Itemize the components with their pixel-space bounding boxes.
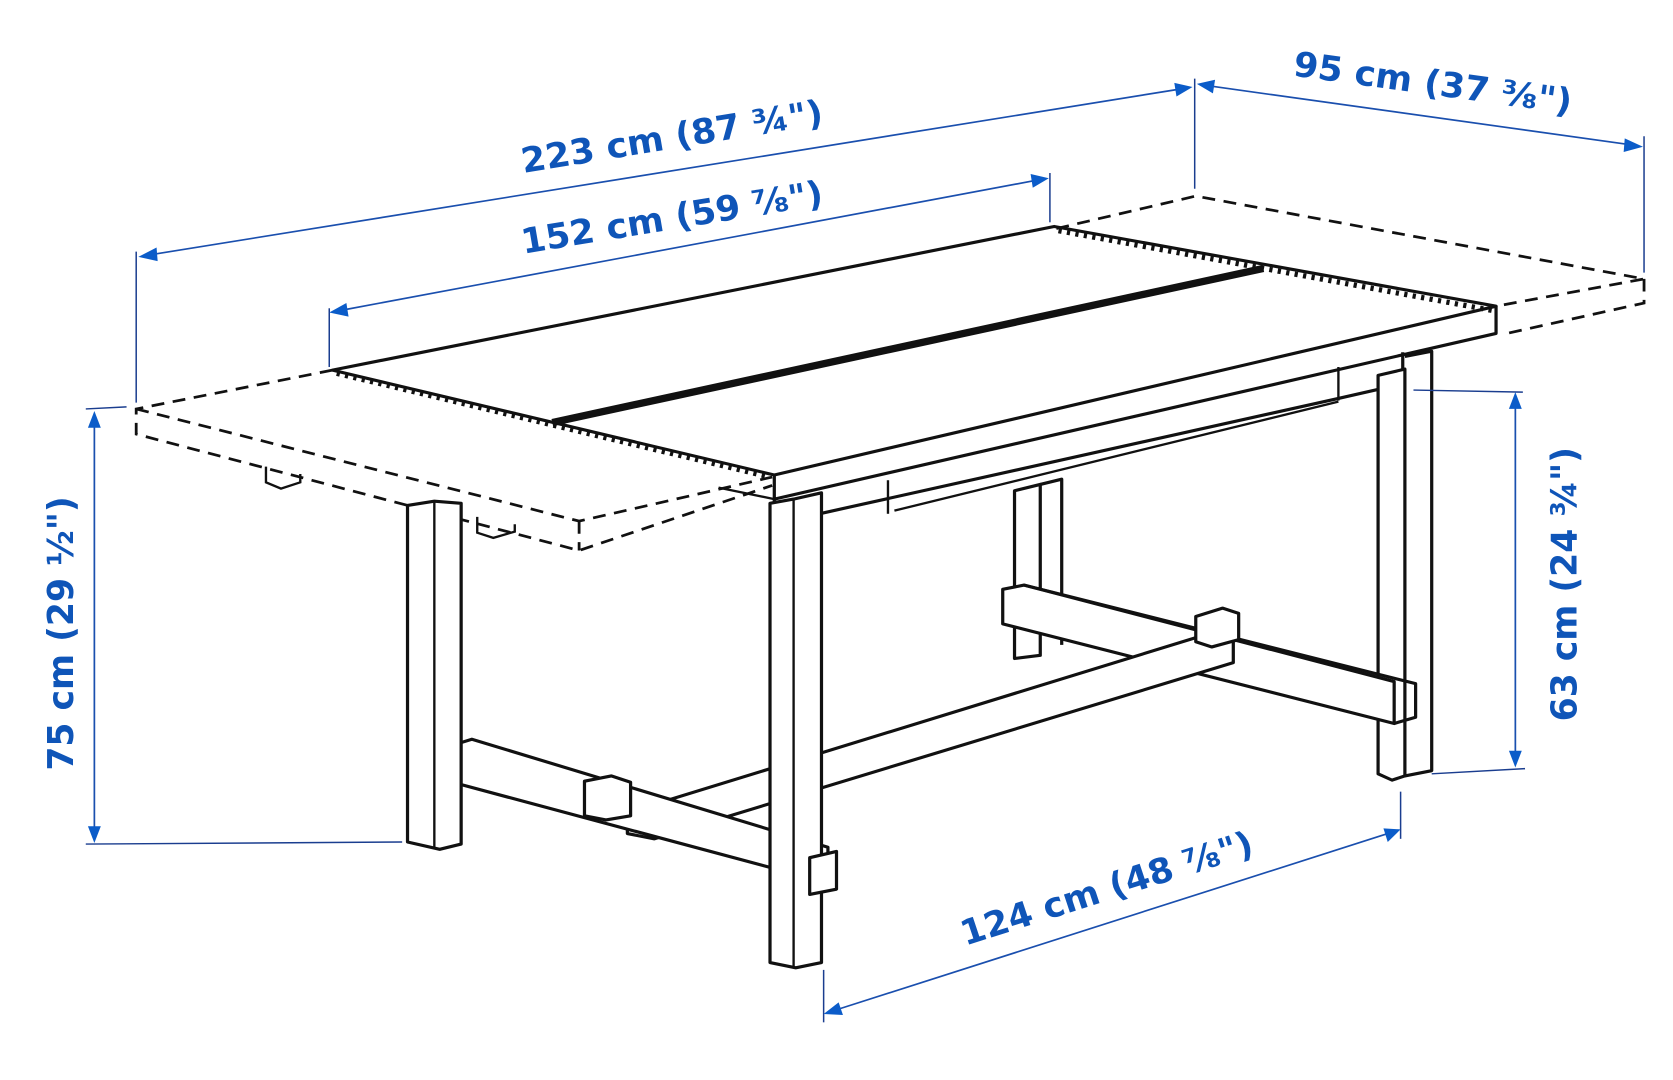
- label-underframe-height: 63 cm (24 ¾"): [1545, 447, 1585, 721]
- label-width: 95 cm (37 ⅜"): [1291, 45, 1575, 122]
- dimension-underframe-height: 63 cm (24 ¾"): [1413, 389, 1586, 775]
- dimension-leg-span: 124 cm (48 ⅞"): [822, 791, 1402, 1023]
- label-height: 75 cm (29 ½"): [42, 496, 82, 770]
- tabletop: [330, 224, 1498, 501]
- right-extension-leaf: [1056, 194, 1646, 335]
- front-left-leg: [405, 499, 463, 851]
- left-joint-teeth: [336, 370, 771, 480]
- left-extension-leaf: [134, 368, 773, 552]
- dimension-height: 75 cm (29 ½"): [42, 406, 403, 845]
- front-right-leg: [768, 491, 839, 970]
- center-seam: [551, 264, 1265, 427]
- dimension-extended-length: 223 cm (87 ¾"): [135, 78, 1196, 403]
- label-extended-length: 223 cm (87 ¾"): [518, 94, 826, 182]
